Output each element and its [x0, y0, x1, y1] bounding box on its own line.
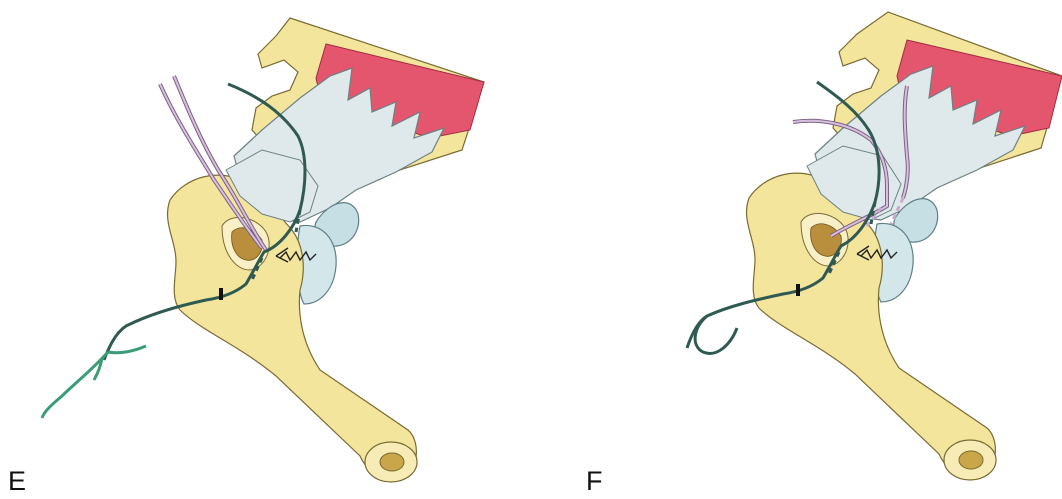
anchor-marker — [796, 284, 800, 296]
panel-f-illustration — [531, 0, 1062, 499]
anchor-marker — [219, 288, 223, 300]
panel-label-e: E — [8, 468, 26, 495]
suture-green-light — [42, 346, 146, 418]
panel-e-illustration — [0, 0, 531, 499]
medullary-canal — [959, 451, 983, 469]
panel-e: E — [0, 0, 531, 499]
medullary-canal — [380, 453, 404, 471]
suture-hook — [695, 316, 737, 353]
panel-label-f: F — [586, 468, 603, 495]
panel-f: F — [531, 0, 1062, 499]
